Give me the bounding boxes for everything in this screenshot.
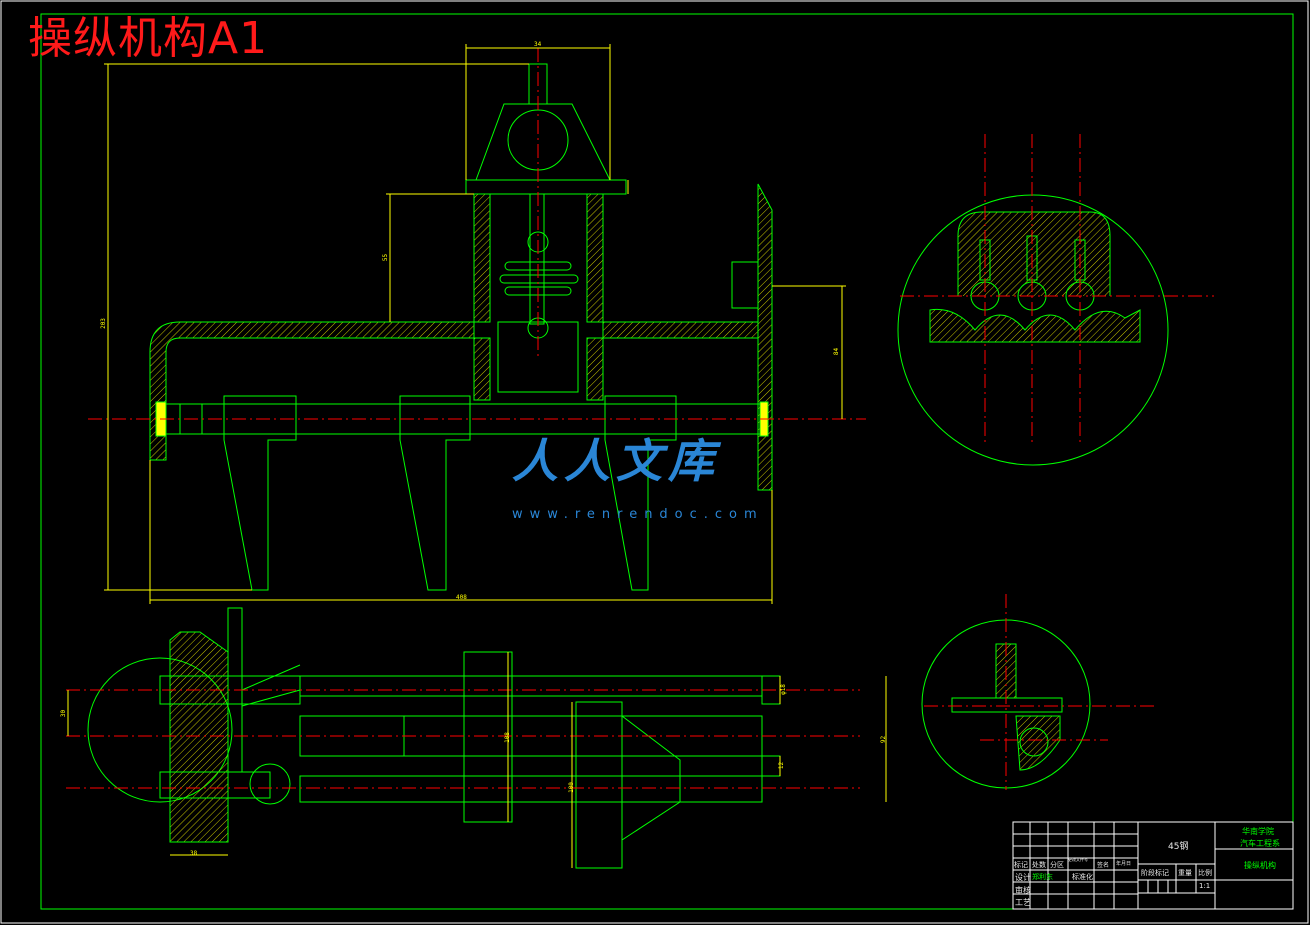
- tb-process-label: 工艺: [1015, 898, 1031, 907]
- dim-plan-r1: φ18: [779, 684, 787, 695]
- tb-scale-label: 比例: [1198, 869, 1212, 877]
- tb-row-label-5: 年月日: [1116, 861, 1132, 867]
- tb-org-line2: 汽车工程系: [1240, 839, 1280, 848]
- dim-plan-r2: 12: [778, 761, 786, 770]
- front-centerlines: [88, 48, 866, 420]
- dim-right-h: 84: [833, 347, 841, 356]
- plan-view: [87, 607, 781, 869]
- title-block: [1012, 821, 1294, 910]
- plan-dimensions: [67, 652, 887, 868]
- dim-height-left: 203: [99, 318, 107, 329]
- tb-org-line1: 华南学院: [1242, 827, 1274, 836]
- tb-material: 45钢: [1168, 842, 1189, 852]
- dim-plan-bottom: 38: [190, 850, 198, 857]
- tb-row-label-0: 标记: [1014, 861, 1028, 869]
- dim-top-width: 34: [534, 41, 542, 48]
- front-dimensions: [104, 44, 846, 604]
- tb-stage-label: 阶段标记: [1141, 869, 1169, 877]
- tb-design-label: 设计: [1015, 873, 1031, 882]
- tb-row-label-4: 签名: [1097, 862, 1110, 869]
- watermark-brand: 人人文库: [512, 434, 720, 488]
- watermark: 人人文库 www.renrendoc.com: [512, 425, 757, 522]
- drawing-title: 操纵机构A1: [28, 13, 269, 64]
- dim-plan-mid: 108: [503, 732, 511, 743]
- watermark-url: www.renrendoc.com: [512, 507, 764, 522]
- dim-plan-r3: 92: [880, 735, 888, 744]
- dim-plan-low: 100: [567, 782, 575, 793]
- tb-row-label-1: 处数: [1032, 861, 1046, 869]
- detail-indexer-centerlines: [900, 134, 1214, 444]
- dim-plan-left: 30: [60, 709, 68, 718]
- plan-centerlines: [66, 689, 860, 789]
- tb-weight-label: 重量: [1178, 869, 1192, 877]
- detail-view-indexer: [897, 194, 1169, 466]
- tb-part-name: 操纵机构: [1244, 861, 1276, 870]
- detail-lock-centerlines: [924, 594, 1156, 790]
- inner-frame: [40, 13, 1294, 910]
- tb-review-label: 审核: [1015, 886, 1031, 895]
- tb-row-label-3: 更改文件号: [1068, 857, 1088, 862]
- tb-scale-value: 1:1: [1199, 882, 1211, 890]
- dim-bottom-width: 408: [456, 594, 467, 601]
- dim-height-mid: 55: [382, 253, 390, 262]
- tb-design-value: 郑利东: [1032, 873, 1053, 881]
- tb-std-label: 标准化: [1072, 873, 1093, 881]
- tb-row-label-2: 分区: [1050, 861, 1064, 869]
